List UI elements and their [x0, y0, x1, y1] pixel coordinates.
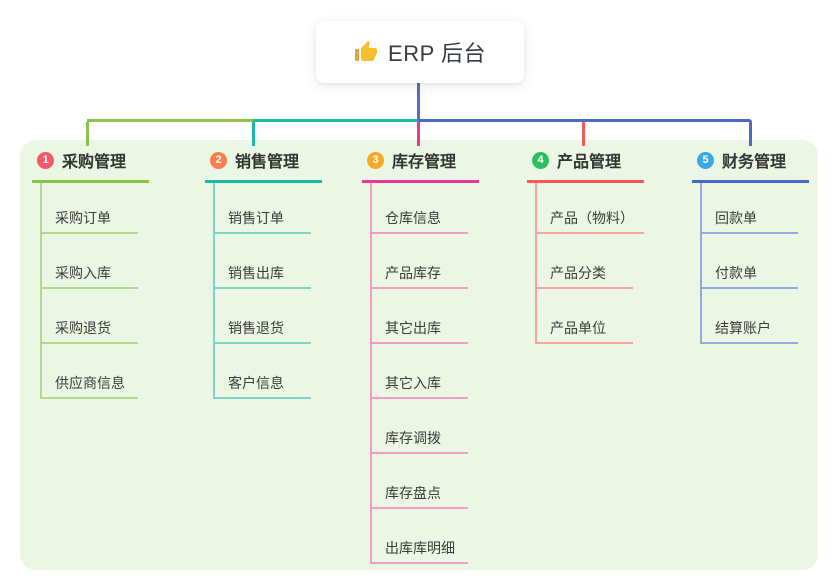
node-product-category[interactable]: 产品分类 — [537, 234, 644, 289]
branch-header-sales[interactable]: 2 销售管理 — [205, 148, 322, 183]
node-other-outbound[interactable]: 其它出库 — [372, 289, 479, 344]
branch-children: 仓库信息 产品库存 其它出库 其它入库 库存调拨 库存盘点 出库库明细 — [370, 183, 479, 564]
branch-product-management: 4 产品管理 产品（物料） 产品分类 产品单位 — [527, 148, 644, 344]
node-sales-return[interactable]: 销售退货 — [215, 289, 322, 344]
node-other-inbound[interactable]: 其它入库 — [372, 344, 479, 399]
branch-header-product[interactable]: 4 产品管理 — [527, 148, 644, 183]
branch-children: 销售订单 销售出库 销售退货 客户信息 — [213, 183, 322, 399]
root-stem-connector — [417, 83, 420, 121]
drop-connector-inventory — [417, 121, 420, 146]
node-label[interactable]: 结算账户 — [702, 318, 798, 344]
drop-connector-purchase — [86, 122, 89, 146]
branch-header-inventory[interactable]: 3 库存管理 — [362, 148, 479, 183]
thumbs-up-icon — [354, 40, 378, 64]
node-payment-order[interactable]: 付款单 — [702, 234, 809, 289]
node-outbound-detail[interactable]: 出库库明细 — [372, 509, 479, 564]
node-label[interactable]: 产品（物料） — [537, 208, 644, 234]
drop-connector-sales — [252, 122, 255, 146]
node-sales-order[interactable]: 销售订单 — [215, 183, 322, 234]
node-label[interactable]: 库存盘点 — [372, 483, 468, 509]
node-customer-info[interactable]: 客户信息 — [215, 344, 322, 399]
branch-title: 销售管理 — [235, 154, 300, 171]
branch-header-purchase[interactable]: 1 采购管理 — [32, 148, 149, 183]
node-product-unit[interactable]: 产品单位 — [537, 289, 644, 344]
node-label[interactable]: 产品库存 — [372, 263, 468, 289]
branch-number-badge: 3 — [367, 151, 384, 169]
root-node-title: ERP 后台 — [388, 41, 486, 66]
node-label[interactable]: 采购退货 — [42, 318, 138, 344]
node-purchase-inbound[interactable]: 采购入库 — [42, 234, 149, 289]
branch-number-badge: 4 — [532, 151, 549, 169]
branch-children: 采购订单 采购入库 采购退货 供应商信息 — [40, 183, 149, 399]
node-label[interactable]: 客户信息 — [215, 373, 311, 399]
root-node-erp-backend[interactable]: ERP 后台 — [316, 21, 524, 83]
node-label[interactable]: 其它出库 — [372, 318, 468, 344]
branch-children: 产品（物料） 产品分类 产品单位 — [535, 183, 644, 344]
branch-title: 产品管理 — [557, 154, 622, 171]
connector-segment-green — [87, 119, 253, 122]
node-label[interactable]: 采购订单 — [42, 208, 138, 234]
node-label[interactable]: 出库库明细 — [372, 538, 468, 564]
drop-connector-finance — [749, 122, 752, 146]
branch-inventory-management: 3 库存管理 仓库信息 产品库存 其它出库 其它入库 库存调拨 库存盘点 出库库… — [362, 148, 479, 564]
node-receipt-order[interactable]: 回款单 — [702, 183, 809, 234]
node-label[interactable]: 产品分类 — [537, 263, 633, 289]
node-label[interactable]: 产品单位 — [537, 318, 633, 344]
node-label[interactable]: 库存调拨 — [372, 428, 468, 454]
node-label[interactable]: 销售订单 — [215, 208, 311, 234]
node-label[interactable]: 销售退货 — [215, 318, 311, 344]
node-sales-outbound[interactable]: 销售出库 — [215, 234, 322, 289]
branch-purchase-management: 1 采购管理 采购订单 采购入库 采购退货 供应商信息 — [32, 148, 149, 399]
branch-title: 库存管理 — [392, 154, 457, 171]
node-warehouse-info[interactable]: 仓库信息 — [372, 183, 479, 234]
node-label[interactable]: 仓库信息 — [372, 208, 468, 234]
node-stock-count[interactable]: 库存盘点 — [372, 454, 479, 509]
node-stock-transfer[interactable]: 库存调拨 — [372, 399, 479, 454]
node-purchase-return[interactable]: 采购退货 — [42, 289, 149, 344]
node-product-stock[interactable]: 产品库存 — [372, 234, 479, 289]
node-label[interactable]: 付款单 — [702, 263, 798, 289]
node-purchase-order[interactable]: 采购订单 — [42, 183, 149, 234]
drop-connector-product — [582, 122, 585, 146]
branch-number-badge: 5 — [697, 151, 714, 169]
branch-title: 财务管理 — [722, 154, 787, 171]
node-product-material[interactable]: 产品（物料） — [537, 183, 644, 234]
branch-title: 采购管理 — [62, 154, 127, 171]
branch-finance-management: 5 财务管理 回款单 付款单 结算账户 — [692, 148, 809, 344]
connector-segment-teal — [253, 119, 418, 122]
connector-segment-blue — [418, 119, 752, 122]
branch-number-badge: 1 — [37, 151, 54, 169]
node-label[interactable]: 供应商信息 — [42, 373, 138, 399]
node-settlement-account[interactable]: 结算账户 — [702, 289, 809, 344]
node-label[interactable]: 销售出库 — [215, 263, 311, 289]
node-supplier-info[interactable]: 供应商信息 — [42, 344, 149, 399]
node-label[interactable]: 回款单 — [702, 208, 798, 234]
branch-number-badge: 2 — [210, 151, 227, 169]
node-label[interactable]: 采购入库 — [42, 263, 138, 289]
mindmap-background-panel — [20, 140, 818, 570]
branch-header-finance[interactable]: 5 财务管理 — [692, 148, 809, 183]
branch-sales-management: 2 销售管理 销售订单 销售出库 销售退货 客户信息 — [205, 148, 322, 399]
branch-children: 回款单 付款单 结算账户 — [700, 183, 809, 344]
node-label[interactable]: 其它入库 — [372, 373, 468, 399]
